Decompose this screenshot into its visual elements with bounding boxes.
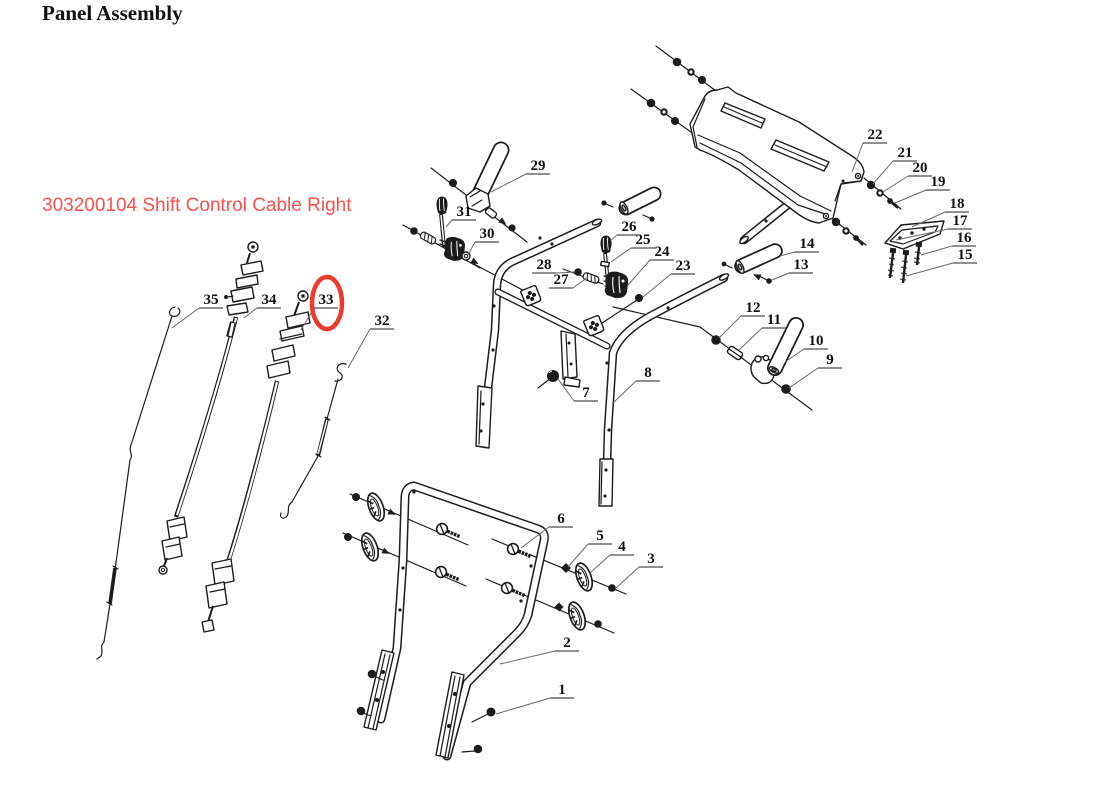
- handle-grip-left: [449, 141, 516, 232]
- callout-8: 8: [644, 365, 652, 381]
- callout-21: 21: [898, 145, 913, 161]
- callout-9: 9: [826, 352, 834, 368]
- callout-29: 29: [531, 158, 546, 174]
- callout-4: 4: [618, 539, 626, 555]
- callout-6: 6: [557, 511, 565, 527]
- callout-12: 12: [746, 300, 761, 316]
- panel-cover: [689, 86, 865, 224]
- callout-19: 19: [931, 174, 946, 190]
- callout-15: 15: [958, 247, 973, 263]
- lower-handle-frame: [356, 481, 549, 761]
- crank-bracket-assembly: [547, 330, 581, 388]
- highlight-ellipse: [309, 274, 345, 332]
- callout-1: 1: [558, 682, 566, 698]
- callout-7: 7: [582, 385, 590, 401]
- callout-3: 3: [647, 551, 655, 567]
- callout-18: 18: [950, 196, 965, 212]
- callout-16: 16: [957, 230, 973, 246]
- cover-screws: [646, 57, 899, 246]
- shift-lever-left-assembly: [410, 196, 481, 267]
- callout-11: 11: [767, 312, 781, 328]
- callout-2: 2: [563, 635, 571, 651]
- callout-17: 17: [953, 213, 969, 229]
- callout-31: 31: [457, 204, 472, 220]
- handle-grip-middle: [601, 186, 662, 222]
- callouts-layer: 1234567891011121314151617181920212223242…: [171, 127, 977, 715]
- callout-25: 25: [636, 232, 651, 248]
- callout-30: 30: [480, 226, 495, 242]
- callout-14: 14: [800, 236, 816, 252]
- rotation-lever-assembly: [711, 317, 804, 394]
- cable-33-shift-control-right: [201, 290, 311, 633]
- callout-33: 33: [319, 292, 334, 308]
- mount-plate-assembly: [884, 220, 945, 284]
- shift-lever-right-assembly: [574, 235, 643, 302]
- control-cables: [96, 241, 347, 660]
- callout-5: 5: [596, 528, 604, 544]
- cable-35: [96, 306, 181, 660]
- cable-32: [279, 363, 347, 519]
- page-title: Panel Assembly: [42, 1, 183, 25]
- callout-22: 22: [868, 127, 883, 143]
- callout-28: 28: [537, 257, 552, 273]
- callout-24: 24: [655, 244, 671, 260]
- callout-26: 26: [622, 219, 638, 235]
- handle-grip-right: [721, 243, 783, 284]
- callout-32: 32: [375, 313, 390, 329]
- callout-35: 35: [204, 292, 219, 308]
- callout-23: 23: [676, 258, 691, 274]
- part-annotation: 303200104 Shift Control Cable Right: [42, 195, 352, 216]
- callout-34: 34: [262, 292, 278, 308]
- callout-27: 27: [554, 272, 570, 288]
- callout-13: 13: [794, 257, 809, 273]
- callout-10: 10: [809, 333, 824, 349]
- callout-20: 20: [913, 160, 928, 176]
- cable-34: [158, 241, 264, 575]
